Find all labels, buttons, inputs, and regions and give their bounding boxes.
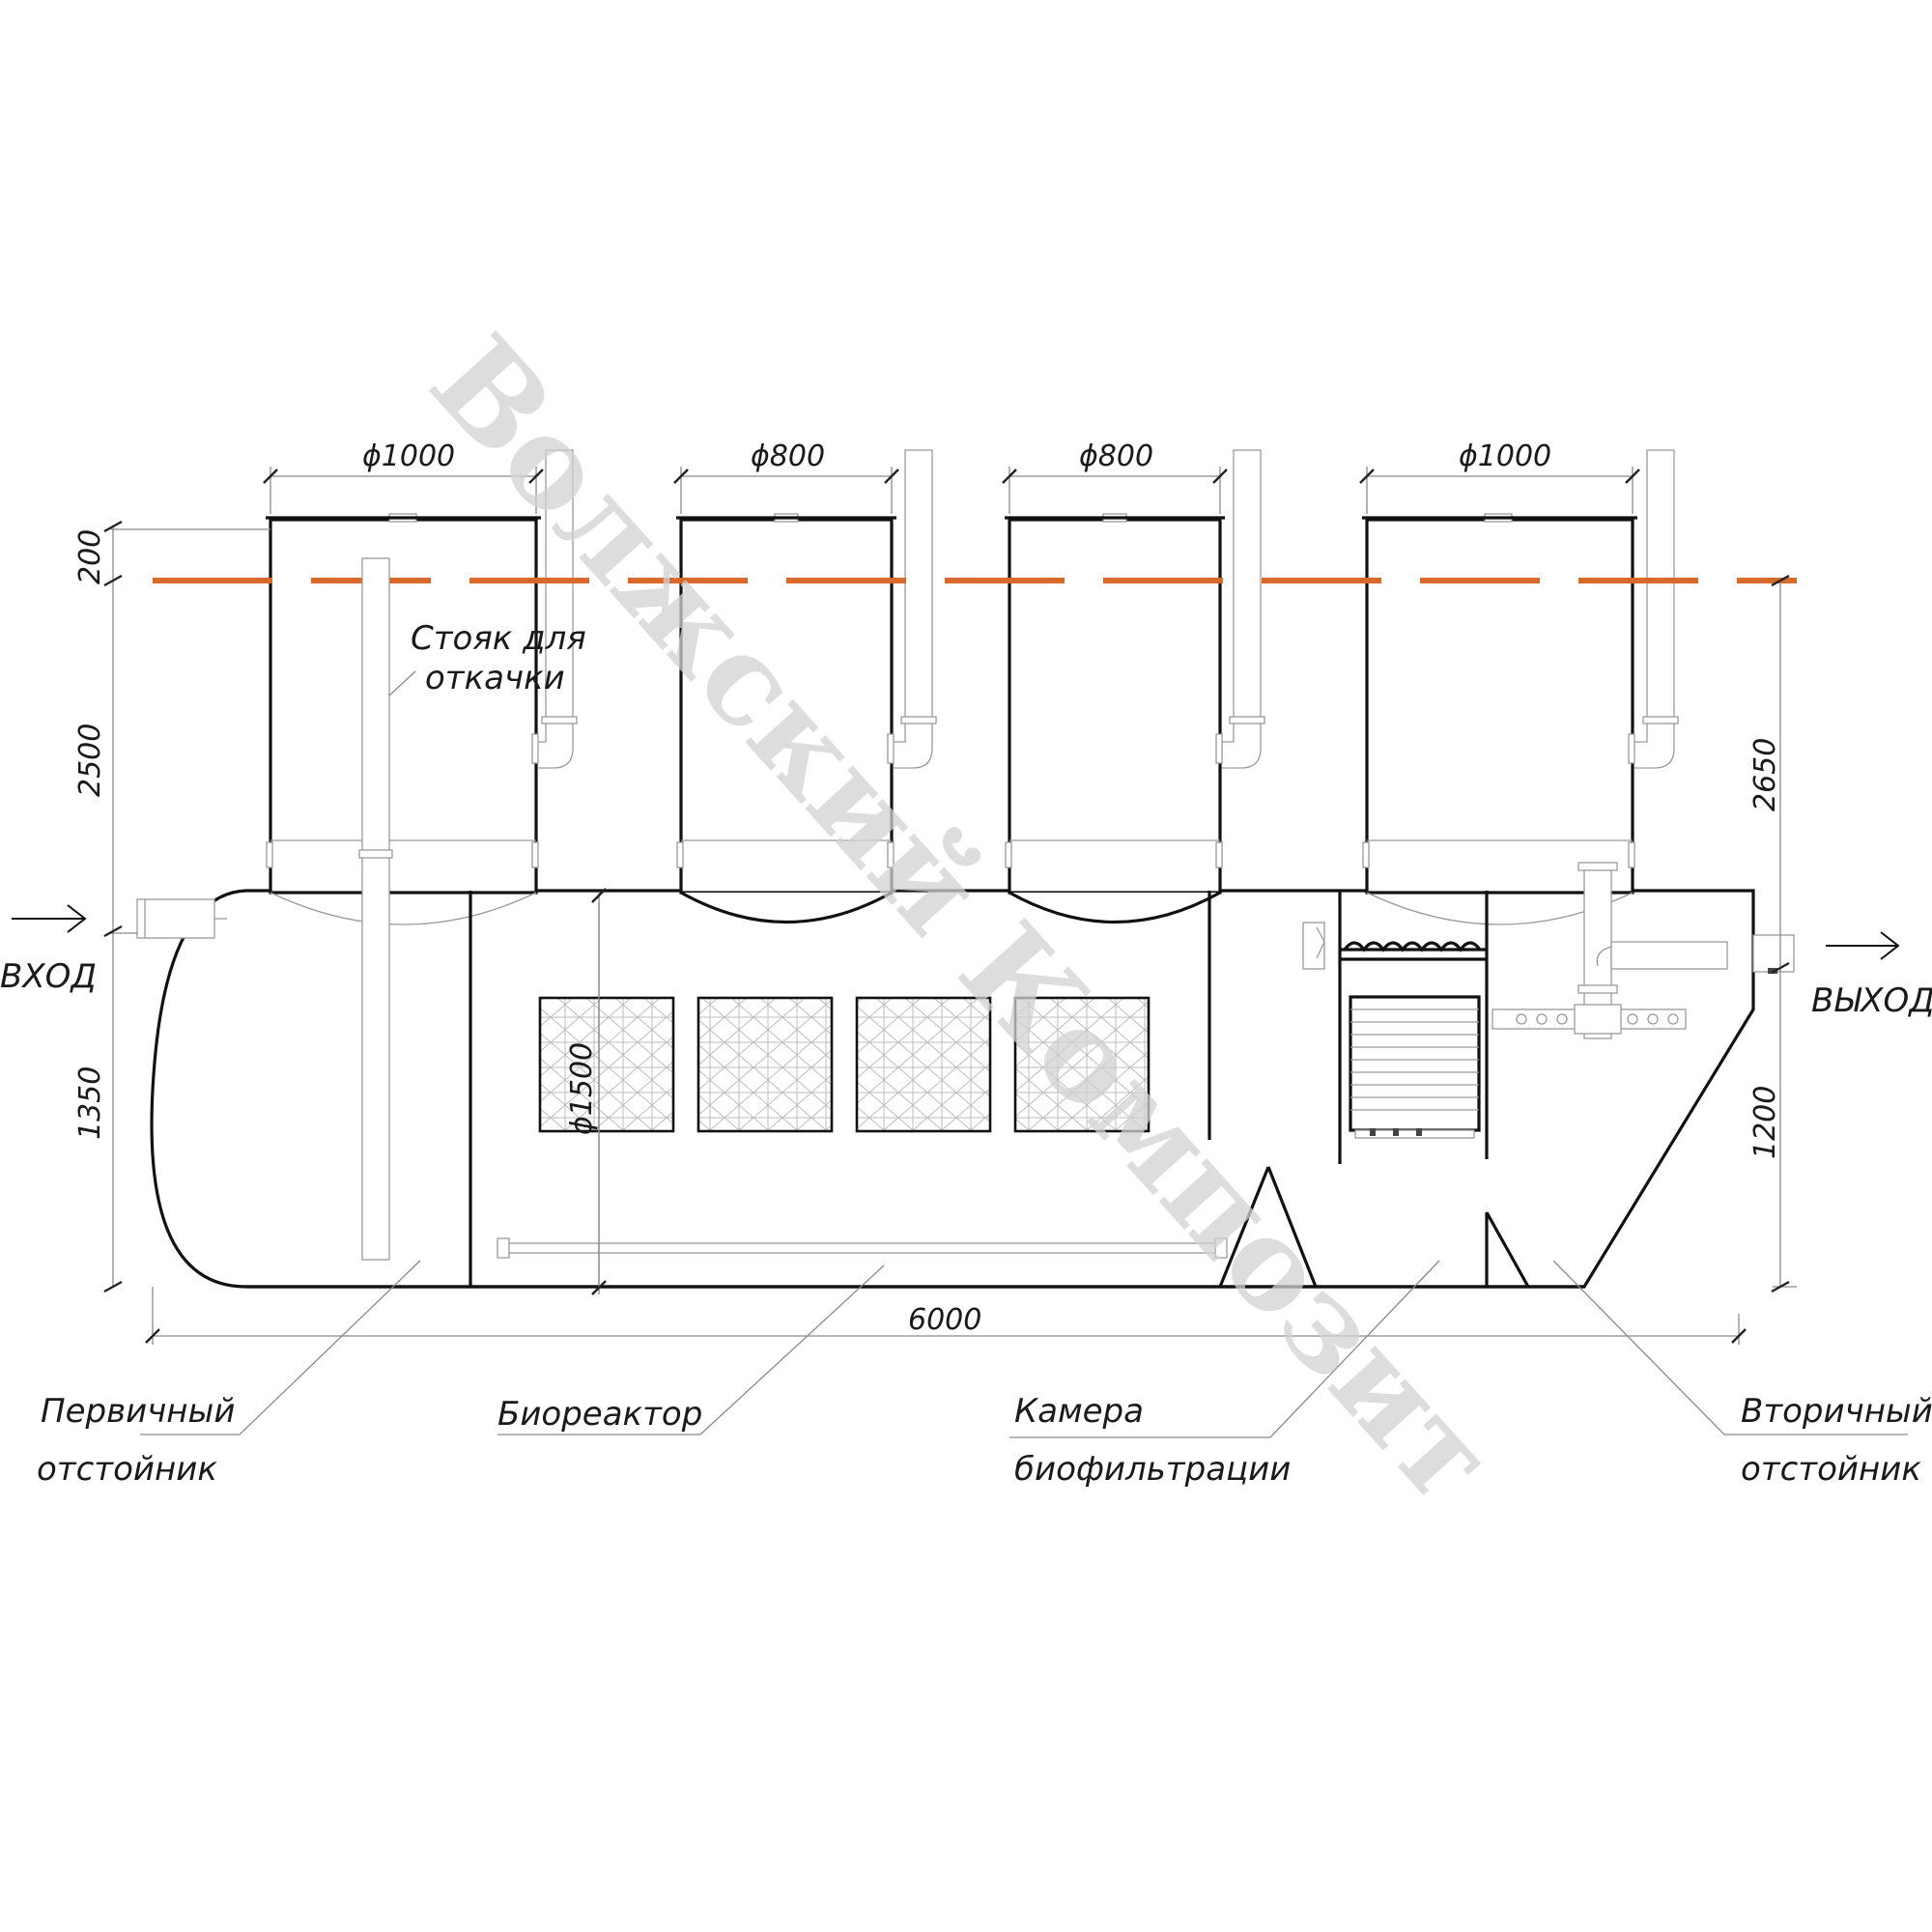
outlet-arrow [1826,931,1900,960]
dimension-lines [103,467,1797,1345]
neck-3 [1005,513,1225,924]
outlet-assembly [1492,862,1728,1039]
section-primary-settler-line1: Первичный [41,1392,235,1431]
bio-media-blocks [538,996,1151,1133]
biofilter-internals [1302,922,1487,1139]
section-biofiltration-line2: биофильтрации [1014,1450,1291,1489]
neck-above-ground-dim: 200 [73,529,107,584]
aeration-pipe [497,1237,1228,1259]
inlet-height-dim: 1350 [73,1066,107,1140]
vent-pipe-4 [1634,449,1679,769]
riser-label-line1: Стояк для [411,619,586,658]
neck-4-diameter: ϕ1000 [1459,440,1551,473]
partitions [469,891,1530,1288]
neck-2-diameter: ϕ800 [751,440,825,473]
section-bioreactor: Биореактор [497,1395,702,1434]
section-biofiltration-line1: Камера [1014,1392,1144,1431]
pumping-riser [358,557,393,1261]
outlet-label: ВЫХОД [1811,981,1932,1020]
section-primary-settler-line2: отстойник [37,1450,217,1489]
leader-lines [140,670,1908,1438]
inlet-arrow [12,904,87,933]
tank-diameter-dim: ϕ1500 [565,1042,599,1135]
neck-3-diameter: ϕ800 [1079,440,1153,473]
neck-1-diameter: ϕ1000 [362,440,455,473]
outlet-height-dim: 1200 [1748,1086,1782,1159]
inlet-label: ВХОД [0,957,97,996]
outlet-pipe [1752,934,1795,974]
vent-pipe-2 [894,449,937,769]
vent-pipe-3 [1222,449,1265,769]
vent-pipe-1 [538,449,578,769]
riser-label-line2: откачки [425,659,565,697]
section-secondary-settler-line1: Вторичный [1741,1392,1932,1431]
tank-length-dim: 6000 [908,1303,981,1337]
neck-height-left-dim: 2500 [73,724,107,797]
neck-height-right-dim: 2650 [1748,738,1782,811]
inlet-pipe [136,898,227,939]
neck-1 [266,513,541,925]
neck-brackets [266,733,1635,868]
section-secondary-settler-line2: отстойник [1741,1450,1921,1489]
